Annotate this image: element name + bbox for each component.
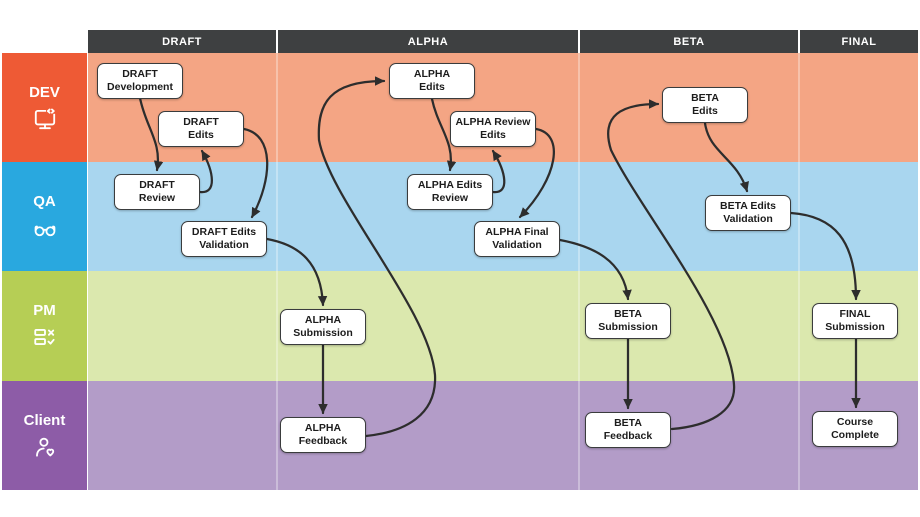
node-label-line: Validation (199, 239, 249, 251)
node-label-line: Feedback (298, 435, 348, 447)
lane-label-client: Client (2, 381, 87, 490)
node-label-line: DRAFT (139, 179, 175, 191)
checklist-icon (33, 329, 55, 345)
node-label-line: BETA (691, 92, 719, 104)
phase-header-final: FINAL (800, 30, 918, 53)
node-label-line: Development (107, 81, 173, 93)
node-label-line: ALPHA (413, 68, 451, 80)
node-label-line: ALPHA (304, 314, 342, 326)
node-label-line: Course (836, 416, 874, 428)
monitor-code-icon (34, 107, 56, 129)
column-divider (276, 53, 278, 490)
phase-header-draft: DRAFT (88, 30, 276, 53)
node-label-line: Submission (825, 321, 885, 333)
column-divider (578, 53, 580, 490)
node-label-line: Review (138, 192, 176, 204)
phase-header-beta: BETA (580, 30, 798, 53)
node-label-line: DRAFT (122, 68, 158, 80)
node-label-line: Review (431, 192, 469, 204)
node-label-line: Feedback (603, 430, 653, 442)
node-label-line: Validation (723, 213, 773, 225)
person-heart-icon (35, 437, 54, 457)
lane-name: PM (33, 302, 56, 319)
column-divider (798, 53, 800, 490)
node-label-line: Edits (419, 81, 445, 93)
node-label-line: BETA (614, 308, 642, 320)
lane-name: Client (23, 411, 66, 429)
node-label-line: ALPHA Edits (417, 179, 483, 191)
glasses-icon (34, 225, 55, 236)
node-label-line: Validation (492, 239, 542, 251)
node-label-line: FINAL (839, 308, 871, 320)
node-label-line: Submission (598, 321, 658, 333)
lane-name: DEV (29, 83, 60, 101)
node-label-line: ALPHA (304, 422, 342, 434)
node-label-line: ALPHA Review (455, 116, 531, 128)
lane-label-qa: QA (2, 162, 87, 271)
lane-band-pm (88, 271, 918, 381)
phase-header-alpha: ALPHA (278, 30, 578, 53)
lane-name: QA (33, 192, 56, 210)
lane-label-dev: DEV (2, 53, 87, 162)
node-label-line: BETA (614, 417, 642, 429)
node-label-line: Edits (692, 105, 718, 117)
lane-band-client (88, 381, 918, 490)
node-label-line: Edits (188, 129, 214, 141)
node-label-line: DRAFT Edits (191, 226, 257, 238)
node-label-line: Submission (293, 327, 353, 339)
node-label-line: DRAFT (183, 116, 219, 128)
node-label-line: Edits (480, 129, 506, 141)
lane-label-pm: PM (2, 271, 87, 381)
node-label-line: Complete (831, 429, 879, 441)
node-label-line: BETA Edits (719, 200, 776, 212)
node-label-line: ALPHA Final (485, 226, 549, 238)
